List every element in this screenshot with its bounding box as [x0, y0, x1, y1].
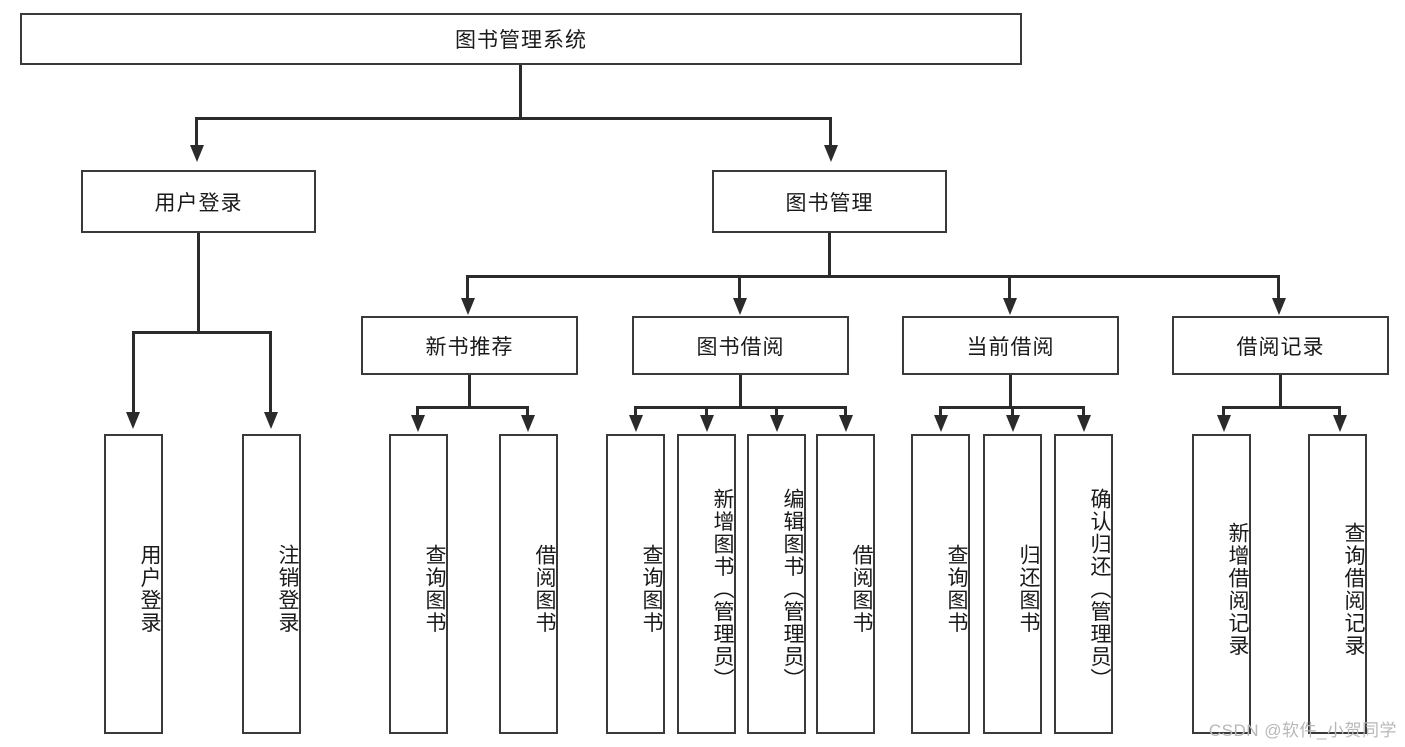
leaf-current-borrow-query[interactable]: 查询图书 — [911, 434, 970, 734]
edge-book-borrow-drop-2 — [705, 406, 708, 418]
node-label: 确认归还（管理员） — [1088, 487, 1111, 691]
node-label: 新增图书（管理员） — [711, 487, 734, 691]
edge-book-mgmt-drop-3 — [1008, 275, 1011, 300]
edge-root-to-book-mgmt — [829, 117, 832, 147]
node-label: 借阅记录 — [1236, 335, 1325, 359]
node-label: 查询图书 — [640, 544, 663, 634]
edge-new-book-bus — [416, 406, 529, 409]
edge-book-mgmt-drop-1 — [466, 275, 469, 300]
node-label: 新增借阅记录 — [1226, 521, 1249, 657]
node-label: 借阅图书 — [533, 544, 556, 634]
node-label: 查询图书 — [423, 544, 446, 634]
arrow-book-mgmt-child-4 — [1272, 298, 1286, 315]
leaf-user-login-login[interactable]: 用户登录 — [104, 434, 163, 734]
leaf-book-borrow-borrow[interactable]: 借阅图书 — [816, 434, 875, 734]
node-label: 当前借阅 — [966, 335, 1055, 359]
edge-root-bus — [195, 117, 832, 120]
leaf-book-borrow-edit[interactable]: 编辑图书（管理员） — [747, 434, 806, 734]
node-current-borrow[interactable]: 当前借阅 — [902, 316, 1119, 375]
edge-book-mgmt-drop-4 — [1277, 275, 1280, 300]
arrow-book-borrow-leaf-3 — [770, 415, 784, 432]
edge-book-borrow-drop-3 — [775, 406, 778, 418]
node-label: 借阅图书 — [850, 544, 873, 634]
edge-new-book-drop-2 — [526, 406, 529, 418]
edge-current-borrow-stem — [1009, 375, 1012, 408]
leaf-borrow-record-query[interactable]: 查询借阅记录 — [1308, 434, 1367, 734]
node-book-management[interactable]: 图书管理 — [712, 170, 947, 233]
arrow-root-to-user-login — [190, 145, 204, 162]
arrow-book-borrow-leaf-4 — [839, 415, 853, 432]
arrow-root-to-book-mgmt — [824, 145, 838, 162]
edge-current-borrow-drop-1 — [939, 406, 942, 418]
node-label: 注销登录 — [276, 544, 299, 634]
leaf-user-login-logout[interactable]: 注销登录 — [242, 434, 301, 734]
node-label: 查询图书 — [945, 544, 968, 634]
arrow-book-mgmt-child-1 — [461, 298, 475, 315]
arrow-user-login-leaf-2 — [264, 412, 278, 429]
arrow-current-borrow-leaf-1 — [934, 415, 948, 432]
arrow-book-mgmt-child-3 — [1003, 298, 1017, 315]
node-book-borrow[interactable]: 图书借阅 — [632, 316, 849, 375]
edge-book-borrow-drop-1 — [634, 406, 637, 418]
edge-user-login-stem — [197, 233, 200, 332]
node-label: 查询借阅记录 — [1342, 521, 1365, 657]
node-user-login[interactable]: 用户登录 — [81, 170, 316, 233]
arrow-new-book-leaf-2 — [521, 415, 535, 432]
node-label: 用户登录 — [154, 191, 243, 215]
arrow-borrow-record-leaf-1 — [1217, 415, 1231, 432]
leaf-new-book-query[interactable]: 查询图书 — [389, 434, 448, 734]
arrow-borrow-record-leaf-2 — [1333, 415, 1347, 432]
edge-book-mgmt-drop-2 — [738, 275, 741, 300]
edge-root-stem — [519, 65, 522, 118]
node-label: 新书推荐 — [425, 335, 514, 359]
arrow-current-borrow-leaf-2 — [1006, 415, 1020, 432]
node-label: 编辑图书（管理员） — [781, 487, 804, 691]
node-label: 用户登录 — [138, 544, 161, 634]
node-label: 图书管理 — [785, 191, 874, 215]
edge-new-book-stem — [468, 375, 471, 408]
edge-borrow-record-stem — [1279, 375, 1282, 408]
arrow-book-borrow-leaf-2 — [700, 415, 714, 432]
edge-book-mgmt-bus — [466, 275, 1280, 278]
leaf-current-borrow-confirm[interactable]: 确认归还（管理员） — [1054, 434, 1113, 734]
edge-new-book-drop-1 — [416, 406, 419, 418]
edge-current-borrow-drop-3 — [1082, 406, 1085, 418]
arrow-book-borrow-leaf-1 — [629, 415, 643, 432]
edge-book-borrow-stem — [739, 375, 742, 408]
leaf-new-book-borrow[interactable]: 借阅图书 — [499, 434, 558, 734]
arrow-current-borrow-leaf-3 — [1077, 415, 1091, 432]
edge-borrow-record-drop-1 — [1222, 406, 1225, 418]
node-new-book-recommend[interactable]: 新书推荐 — [361, 316, 578, 375]
edge-borrow-record-bus — [1222, 406, 1341, 409]
edge-borrow-record-drop-2 — [1338, 406, 1341, 418]
arrow-book-mgmt-child-2 — [733, 298, 747, 315]
edge-user-login-drop-1 — [132, 331, 135, 414]
leaf-borrow-record-add[interactable]: 新增借阅记录 — [1192, 434, 1251, 734]
edge-root-to-user-login — [195, 117, 198, 147]
edge-user-login-bus — [132, 331, 272, 334]
edge-book-mgmt-stem — [828, 233, 831, 276]
node-borrow-record[interactable]: 借阅记录 — [1172, 316, 1389, 375]
arrow-new-book-leaf-1 — [411, 415, 425, 432]
leaf-book-borrow-query[interactable]: 查询图书 — [606, 434, 665, 734]
node-label: 归还图书 — [1017, 544, 1040, 634]
edge-book-borrow-drop-4 — [844, 406, 847, 418]
csdn-watermark: CSDN @软件_小贺同学 — [1208, 721, 1397, 740]
node-label: 图书借阅 — [696, 335, 785, 359]
edge-book-borrow-bus — [634, 406, 847, 409]
leaf-book-borrow-add[interactable]: 新增图书（管理员） — [677, 434, 736, 734]
leaf-current-borrow-return[interactable]: 归还图书 — [983, 434, 1042, 734]
node-root-system[interactable]: 图书管理系统 — [20, 13, 1022, 65]
arrow-user-login-leaf-1 — [126, 412, 140, 429]
edge-current-borrow-drop-2 — [1011, 406, 1014, 418]
node-label: 图书管理系统 — [455, 29, 587, 52]
edge-user-login-drop-2 — [269, 331, 272, 414]
